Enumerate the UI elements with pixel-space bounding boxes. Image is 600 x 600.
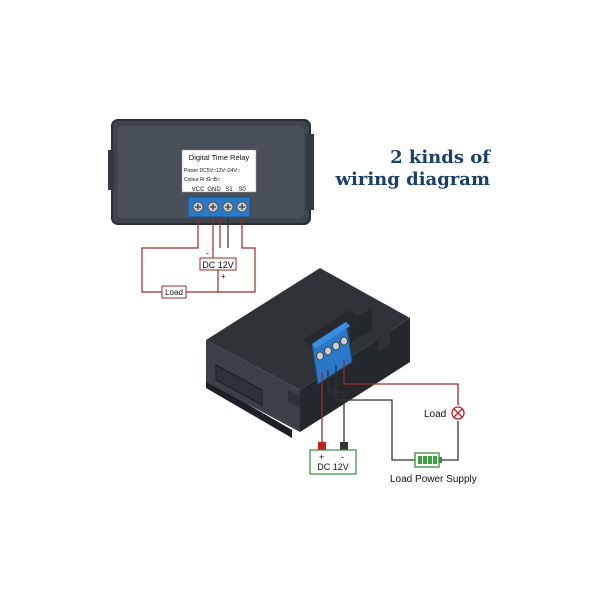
wiring-1-supply-label: DC 12V [202,260,234,270]
bottom-screw-4 [340,336,348,346]
bottom-screw-3 [332,341,340,351]
label-title: Digital Time Relay [189,153,250,162]
product-label: Digital Time Relay Power DC5V□12V□24V□ C… [181,149,257,193]
wiring-1-supply: DC 12V - + [199,248,237,281]
wiring-2-plus: + [319,452,324,462]
top-terminal-block [187,196,251,218]
terminal-label-vcc: VCC [192,187,205,193]
bottom-screw-1 [316,351,324,361]
terminal-label-s1: S1 [225,187,233,193]
bottom-relay-module [206,268,410,438]
label-power: Power DC5V□12V□24V□ [184,168,240,174]
label-colour: Colour R□G□B□ [184,177,220,183]
terminal-label-gnd: GND [207,187,221,193]
battery-label: Load Power Supply [390,474,477,485]
wiring-2-supply-label: DC 12V [317,462,349,472]
bottom-screw-2 [324,346,332,356]
bottom-terminal-block [311,321,353,385]
load-lamp-icon [451,406,465,420]
wiring-1 [141,217,256,293]
wiring-2-minus: - [341,452,344,462]
heading-line-2: wiring diagram [335,169,490,190]
wiring-1-minus: - [206,248,209,258]
wiring-2-load-label: Load [424,409,446,420]
battery-icon [414,452,442,468]
terminal-labels: VCC GND S1 S0 [192,187,247,193]
wiring-1-load-label: Load [165,288,183,297]
wiring-1-load: Load [161,285,187,299]
terminal-label-s0: S0 [238,187,246,193]
wiring-2-supply: + - DC 12V [309,442,357,475]
wiring-2 [321,360,459,461]
diagram-heading: 2 kinds of wiring diagram [330,147,490,191]
wiring-1-plus: + [221,272,226,281]
heading-line-1: 2 kinds of [390,147,490,168]
